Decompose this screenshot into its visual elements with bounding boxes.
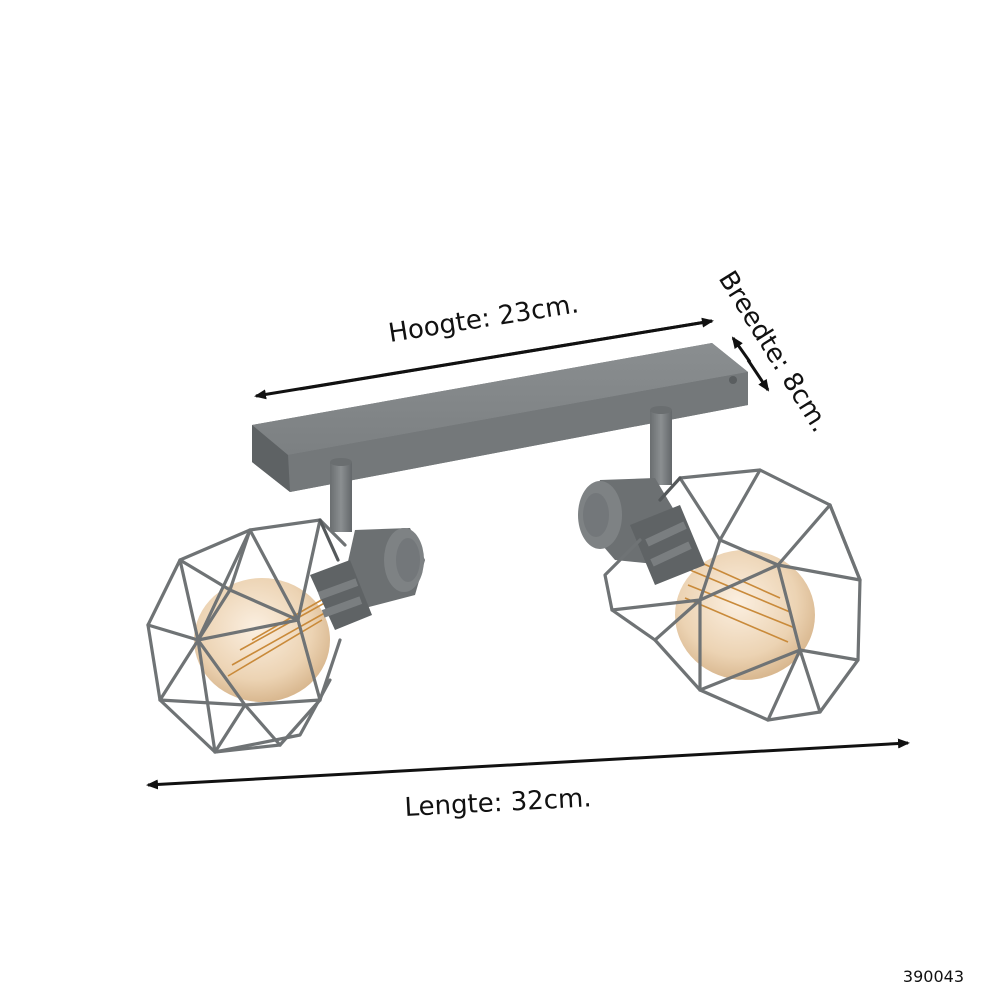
product-code: 390043 (903, 967, 964, 986)
width-arrow-up (731, 336, 752, 363)
height-label: Hoogte: 23cm. (386, 289, 580, 349)
right-cage (603, 468, 862, 722)
length-label: Lengte: 32cm. (404, 783, 593, 823)
right-spotlight (578, 468, 862, 722)
length-arrow-right (527, 738, 910, 766)
right-socket (578, 478, 705, 585)
left-bulb (194, 578, 330, 702)
width-label: Breedte: 8cm. (712, 266, 835, 438)
right-bulb (675, 550, 815, 680)
right-stem (650, 406, 672, 485)
left-filament (227, 597, 331, 677)
left-spotlight (146, 518, 425, 754)
length-arrow-left (146, 762, 529, 790)
left-socket (310, 528, 425, 630)
left-stem (330, 458, 352, 532)
height-arrow-right (299, 317, 714, 391)
width-arrow-down (746, 359, 770, 392)
ceiling-bar (252, 343, 748, 492)
left-cage (146, 518, 347, 754)
